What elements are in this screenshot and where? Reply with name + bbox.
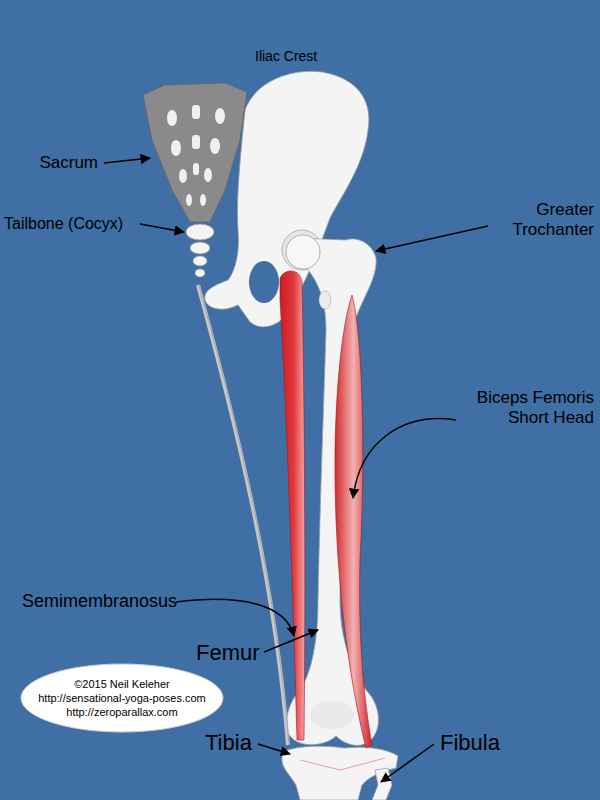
leader-line [140,224,184,232]
tendon-line [198,285,288,745]
bone-label: Iliac Crest [255,48,317,65]
coccyx-bone [186,224,214,277]
bone-label: Femur [196,640,260,666]
fibula-bone [372,768,392,800]
muscle-label: Semimembranosus [22,591,177,613]
bone-label: Tibia [205,730,252,756]
sacral-foramina [167,105,225,206]
bone-label: Tailbone (Cocyx) [4,214,123,233]
biceps-femoris-muscle [335,295,372,748]
leader-line [264,630,318,652]
leader-line [258,744,290,754]
bone-label: Fibula [440,730,500,756]
copyright-ellipse: ©2015 Neil Keleherhttp://sensational-yog… [20,663,224,733]
leader-line [104,158,150,163]
obturator-foramen [249,261,279,303]
tendon-line [199,285,289,745]
credit-text: http://zeroparallax.com [38,705,206,719]
sacrum-bone [143,83,247,222]
leader-line [376,226,488,251]
knee-detail [300,758,385,770]
femoral-condyle [310,701,354,729]
lesser-trochanter [319,291,331,309]
bone-label: Sacrum [39,153,98,173]
credit-text: http://sensational-yoga-poses.com [38,691,206,705]
ellipse-shape [21,664,223,732]
femoral-head [286,235,320,269]
credit-text: ©2015 Neil Keleher [38,677,206,691]
leader-line [381,744,434,782]
semimembranosus-muscle [280,271,305,740]
bone-label: Greater Trochanter [494,200,594,241]
tibia-bone [282,746,398,800]
leader-line [353,419,456,498]
muscle-label: Biceps Femoris Short Head [456,388,594,429]
leader-line [176,599,294,636]
